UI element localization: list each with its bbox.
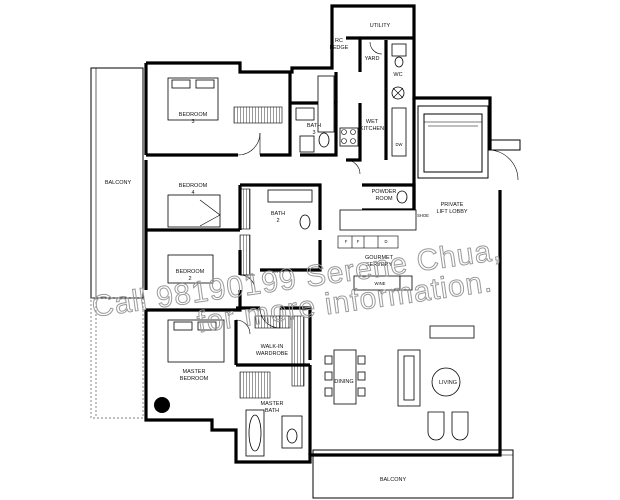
label-shoe: SHOE <box>417 213 429 218</box>
label-rc-ledge-1: RC <box>335 38 343 44</box>
label-powder-room-1: POWDER <box>372 189 397 195</box>
label-balcony-bottom: BALCONY <box>380 477 407 483</box>
label-bath2-1: BATH <box>271 211 285 217</box>
label-wet-kitchen-1: WET <box>366 119 379 125</box>
label-wet-kitchen-2: KITCHEN <box>360 126 384 132</box>
label-bedroom2-1: BEDROOM <box>176 269 205 275</box>
label-lift-lobby-1: PRIVATE <box>441 202 464 208</box>
label-walkin-wardrobe-2: WARDROBE <box>256 351 289 357</box>
wardrobes <box>233 106 305 399</box>
label-bedroom4-1: BEDROOM <box>179 183 208 189</box>
label-powder-room-2: ROOM <box>375 196 393 202</box>
label-fridge-2: F <box>357 239 360 244</box>
balcony-left <box>90 67 144 419</box>
label-living: LIVING <box>439 380 457 386</box>
bath-fixtures <box>245 43 408 457</box>
label-gourmet-servery-1: GOURMET <box>365 255 394 261</box>
label-store: STR <box>272 269 280 274</box>
room-labels: UTILITY RC LEDGE YARD WC WET KITCHEN DW … <box>105 23 468 483</box>
label-bedroom2-2: 2 <box>188 276 191 282</box>
label-wc: WC <box>393 72 402 78</box>
kitchen <box>317 75 417 291</box>
label-bedroom3-1: BEDROOM <box>179 112 208 118</box>
label-master-bath-1: MASTER <box>261 401 284 407</box>
label-yard: YARD <box>365 56 380 62</box>
label-gourmet-servery-2: SERVERY <box>366 262 392 268</box>
label-walkin-wardrobe-1: WALK-IN <box>261 344 284 350</box>
label-rc-ledge-2: LEDGE <box>330 45 349 51</box>
label-dw: DW <box>396 142 403 147</box>
label-bedroom3-2: 3 <box>191 119 194 125</box>
label-dining: DINING <box>334 379 353 385</box>
label-fridge-1: F <box>345 239 348 244</box>
fixture-labels: F F D WINE STR SHOE <box>272 213 429 286</box>
label-bath3-2: 3 <box>312 130 315 136</box>
label-bath3-1: BATH <box>307 123 321 129</box>
label-master-bedroom-1: MASTER <box>183 369 206 375</box>
balcony-bottom <box>312 449 514 499</box>
label-bedroom4-2: 4 <box>191 190 194 196</box>
servery-cabinets <box>337 235 399 249</box>
beds <box>154 77 225 413</box>
exterior-walls <box>144 4 502 464</box>
label-master-bath-2: BATH <box>265 408 279 414</box>
label-utility: UTILITY <box>370 23 391 29</box>
label-dry: D <box>384 239 387 244</box>
label-balcony-left: BALCONY <box>105 180 132 186</box>
dining-set <box>324 349 366 405</box>
label-bath2-2: 2 <box>276 218 279 224</box>
living-set <box>397 325 475 441</box>
master-bed-round-table <box>154 397 170 413</box>
lift-shaft <box>417 105 521 181</box>
label-master-bedroom-2: BEDROOM <box>180 376 209 382</box>
label-wine: WINE <box>375 281 386 286</box>
label-lift-lobby-2: LIFT LOBBY <box>436 209 467 215</box>
